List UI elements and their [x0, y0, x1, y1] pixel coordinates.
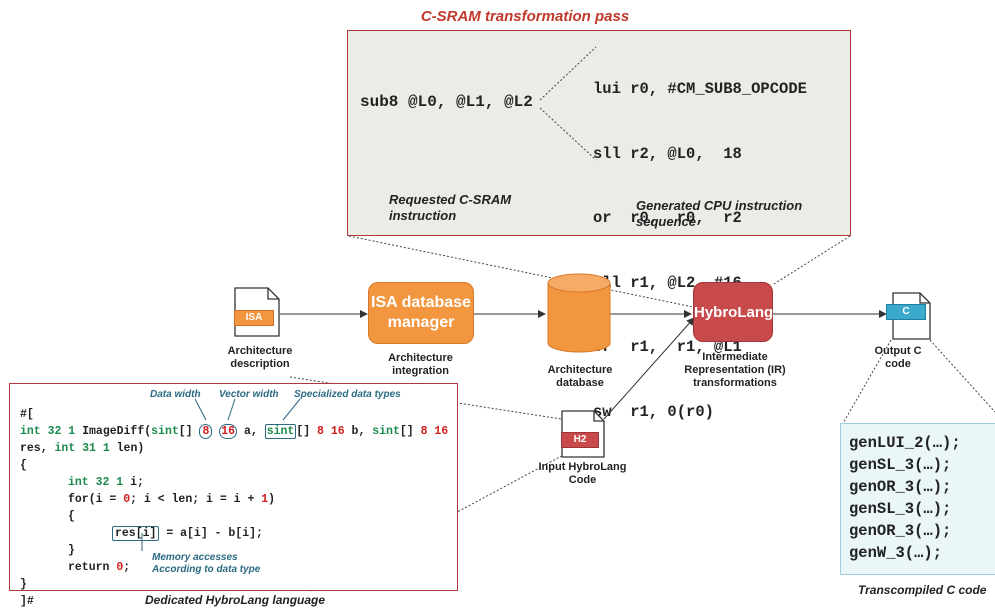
isa-database-manager-node: ISA database manager	[368, 282, 474, 344]
code-lines: #[ int 32 1 ImageDiff(sint[] 8 16 a, sint…	[20, 406, 448, 610]
memory-access-highlight: res[i]	[112, 526, 160, 541]
code-line: res, int 31 1 len)	[20, 442, 145, 455]
vector-width-highlight: 16	[219, 424, 238, 439]
annotation-pointers	[141, 398, 301, 551]
code-line: {	[20, 459, 27, 472]
code-line: }	[68, 544, 75, 557]
h2-file-label: H2	[561, 432, 599, 448]
c-line: genW_3(…);	[849, 544, 943, 562]
annotation-specialized-types: Specialized data types	[294, 389, 401, 400]
data-width-highlight: 8	[199, 424, 213, 439]
c-line: genSL_3(…);	[849, 456, 952, 474]
c-output-caption: Transcompiled C code	[858, 583, 987, 597]
h2-caption: Input HybroLang Code	[538, 461, 627, 486]
hybrolang-code-panel	[9, 383, 458, 591]
code-line: int 32 1 i;	[68, 476, 144, 489]
arrow-h2-to-hybrolang	[603, 317, 695, 420]
code-panel-caption: Dedicated HybroLang language	[145, 593, 326, 607]
specialized-type-highlight: sint	[264, 424, 297, 439]
dashed-csram-left	[348, 235, 699, 309]
dashed-c-to-out-right	[929, 339, 995, 413]
c-output-lines: genLUI_2(…); genSL_3(…); genOR_3(…); gen…	[849, 432, 961, 564]
caption-generated-sequence: Generated CPU instruction sequence	[636, 198, 803, 229]
asm-line: sll r2, @L0, 18	[593, 144, 742, 163]
c-line: genOR_3(…);	[849, 522, 952, 540]
asm-line: or r0, r0, r2	[593, 209, 742, 227]
annotation-memory-accesses: Memory accesses According to data type	[152, 552, 261, 575]
hybrolang-node: HybroLang	[693, 282, 773, 342]
isa-db-caption: Architecture integration	[388, 352, 453, 377]
annotation-vector-width: Vector width	[219, 389, 279, 400]
transcompiled-c-panel	[840, 423, 995, 575]
code-line: for(i = 0; i < len; i = i + 1)	[68, 493, 276, 506]
c-line: genLUI_2(…);	[849, 434, 961, 452]
c-line: genOR_3(…);	[849, 478, 952, 496]
code-line: {	[68, 510, 75, 523]
csram-transformation-panel	[347, 30, 851, 236]
c-file-icon: C	[886, 292, 932, 340]
dashed-c-to-out-left	[841, 339, 892, 426]
arch-db-caption: Architecture database	[547, 364, 613, 389]
isa-file-caption: Architecture description	[227, 345, 293, 370]
diagram-title: C-SRAM transformation pass	[420, 8, 630, 25]
caption-requested-instruction: Requested C-SRAM instruction	[389, 192, 512, 223]
c-file-label: C	[886, 304, 926, 320]
hybrolang-caption: Intermediate Representation (IR) transfo…	[684, 351, 786, 389]
h2-file-icon: H2	[561, 410, 605, 458]
dashed-csram-right	[773, 235, 851, 285]
isa-file-label: ISA	[234, 310, 274, 326]
isa-file-icon: ISA	[234, 287, 280, 337]
code-line: int 32 1 ImageDiff(sint[] 8 16 a, sint[]…	[20, 424, 449, 439]
code-line: return 0;	[68, 561, 131, 574]
code-line: }	[20, 578, 27, 591]
asm-line: lui r0, #CM_SUB8_OPCODE	[593, 80, 807, 98]
annotation-data-width: Data width	[150, 389, 201, 400]
architecture-database-cylinder	[546, 273, 612, 355]
code-line: res[i] = a[i] - b[i];	[20, 525, 448, 542]
c-line: genSL_3(…);	[849, 500, 952, 518]
dashed-link-lower	[539, 107, 597, 161]
generated-asm-sequence: lui r0, #CM_SUB8_OPCODE sll r2, @L0, 18 …	[593, 36, 807, 445]
c-caption: Output C code	[874, 345, 922, 370]
code-line: #[	[20, 408, 34, 421]
dashed-link-upper	[539, 46, 597, 101]
requested-instruction: sub8 @L0, @L1, @L2	[360, 93, 533, 111]
